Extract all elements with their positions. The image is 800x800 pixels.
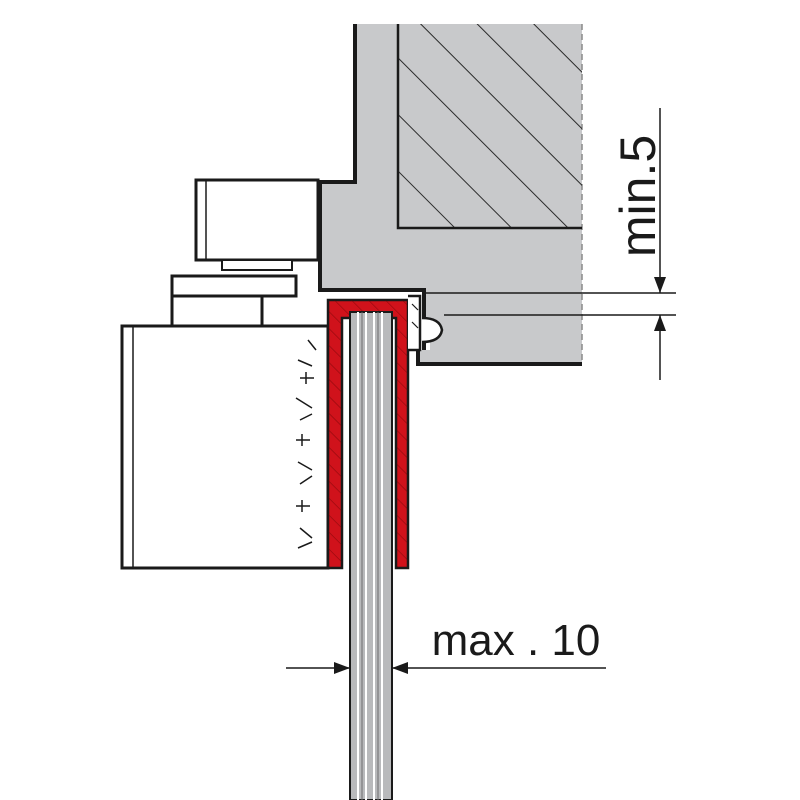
thickness-dimension: [286, 662, 606, 674]
closer-cutaway-marks: [295, 339, 317, 549]
mounting-plate: [170, 274, 298, 328]
red-seal-channel: [326, 298, 410, 570]
gap-dimension: [424, 108, 676, 380]
mounting-block-upper: [194, 178, 320, 271]
closer-body: [120, 324, 330, 570]
thickness-dimension-label: max . 10: [432, 616, 601, 665]
wall-hatched-section: [396, 24, 582, 230]
gap-dimension-label: min.5: [610, 135, 666, 257]
latch-clip: [408, 294, 444, 352]
glass-pane: [349, 311, 393, 800]
